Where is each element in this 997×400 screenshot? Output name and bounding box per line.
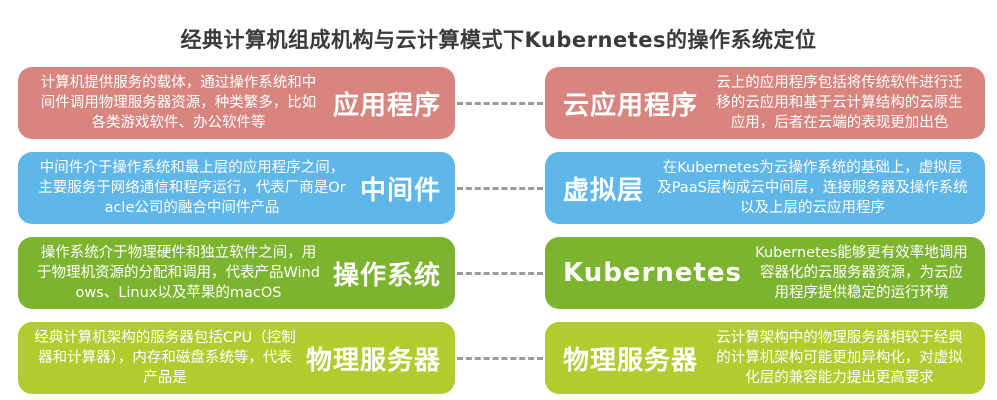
block-description: 计算机提供服务的载体，通过操作系统和中间件调用物理服务器资源，种类繁多，比如各类… <box>40 75 317 131</box>
dashed-connector <box>457 101 543 105</box>
row-operating-system: 操作系统介于物理硬件和独立软件之间，用于物理机资源的分配和调用，代表产品Wind… <box>18 237 985 309</box>
block-label: 中间件 <box>359 175 441 206</box>
block-description: 在Kubernetes为云操作系统的基础上，虚拟层及PaaS层构成云中间层，连接… <box>657 160 968 216</box>
block-description: 云计算架构中的物理服务器相较于经典的计算机架构可能更加异构化，对虚拟化层的兼容能… <box>716 330 963 386</box>
classic-application-block: 计算机提供服务的载体，通过操作系统和中间件调用物理服务器资源，种类繁多，比如各类… <box>18 67 455 139</box>
row-application: 计算机提供服务的载体，通过操作系统和中间件调用物理服务器资源，种类繁多，比如各类… <box>18 67 985 139</box>
kubernetes-block: Kubernetes Kubernetes能够更有效率地调用容器化的云服务器资源… <box>545 237 985 309</box>
classic-server-block: 经典计算机架构的服务器包括CPU（控制器和计算器），内存和磁盘系统等，代表产品是… <box>18 322 455 394</box>
cloud-application-block: 云应用程序 云上的应用程序包括将传统软件进行迁移的云应用和基于云计算结构的云原生… <box>545 67 985 139</box>
virtual-layer-block: 虚拟层 在Kubernetes为云操作系统的基础上，虚拟层及PaaS层构成云中间… <box>545 152 985 224</box>
rows-container: 计算机提供服务的载体，通过操作系统和中间件调用物理服务器资源，种类繁多，比如各类… <box>0 67 997 394</box>
block-label: 物理服务器 <box>563 345 699 376</box>
block-description: 云上的应用程序包括将传统软件进行迁移的云应用和基于云计算结构的云原生应用，后者在… <box>716 75 963 131</box>
row-middleware: 中间件介于操作系统和最上层的应用程序之间，主要服务于网络通信和程序运行，代表厂商… <box>18 152 985 224</box>
block-label: Kubernetes <box>563 258 742 288</box>
block-description: Kubernetes能够更有效率地调用容器化的云服务器资源，为云应用程序提供稳定… <box>755 245 968 301</box>
block-label: 应用程序 <box>332 90 441 121</box>
block-description: 操作系统介于物理硬件和独立软件之间，用于物理机资源的分配和调用，代表产品Wind… <box>37 245 320 301</box>
page-title: 经典计算机组成机构与云计算模式下Kubernetes的操作系统定位 <box>180 28 817 52</box>
cloud-server-block: 物理服务器 云计算架构中的物理服务器相较于经典的计算机架构可能更加异构化，对虚拟… <box>545 322 985 394</box>
dashed-connector <box>457 356 543 360</box>
classic-middleware-block: 中间件介于操作系统和最上层的应用程序之间，主要服务于网络通信和程序运行，代表厂商… <box>18 152 455 224</box>
dashed-connector <box>457 271 543 275</box>
dashed-connector <box>457 186 543 190</box>
block-description: 经典计算机架构的服务器包括CPU（控制器和计算器），内存和磁盘系统等，代表产品是 <box>34 330 296 386</box>
block-label: 操作系统 <box>332 260 441 291</box>
row-physical-server: 经典计算机架构的服务器包括CPU（控制器和计算器），内存和磁盘系统等，代表产品是… <box>18 322 985 394</box>
block-label: 云应用程序 <box>563 90 699 121</box>
block-label: 虚拟层 <box>563 175 645 206</box>
block-description: 中间件介于操作系统和最上层的应用程序之间，主要服务于网络通信和程序运行，代表厂商… <box>38 160 346 216</box>
classic-os-block: 操作系统介于物理硬件和独立软件之间，用于物理机资源的分配和调用，代表产品Wind… <box>18 237 455 309</box>
block-label: 物理服务器 <box>305 345 441 376</box>
